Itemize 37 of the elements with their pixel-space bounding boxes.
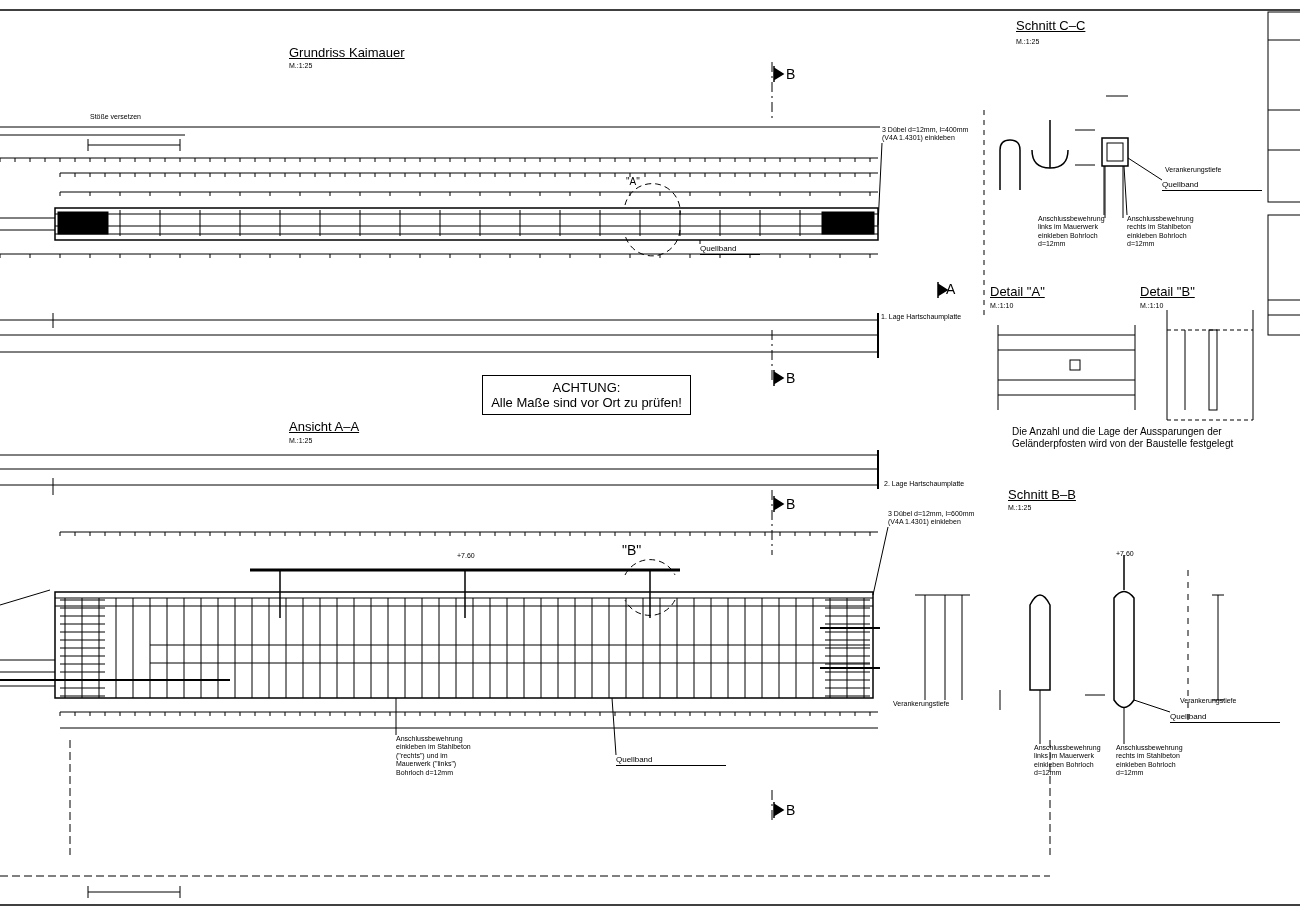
warning-text: Alle Maße sind vor Ort zu prüfen!	[490, 395, 683, 410]
note-text: Die Anzahl und die Lage der Aussparungen der Geländerpfosten wird von der Baustelle festgelegt	[1012, 426, 1235, 449]
leader-line	[699, 239, 701, 245]
leader-line	[1133, 699, 1171, 713]
warning-box	[482, 375, 691, 415]
section-letter: B	[786, 496, 796, 513]
leader-line	[1123, 165, 1128, 216]
stirrup-section	[1029, 594, 1051, 691]
leader-line	[872, 526, 889, 596]
detail-reference: "A"	[626, 176, 640, 188]
view-title: Ansicht A–A	[289, 420, 360, 435]
leader-line	[1039, 689, 1041, 745]
view-title: Detail "A"	[990, 285, 1045, 300]
callout-label: Quellband	[700, 244, 760, 255]
stirrup-section	[1113, 590, 1135, 709]
view-title: Schnitt C–C	[1016, 19, 1086, 34]
section-letter: A	[946, 281, 956, 298]
leader-line	[877, 142, 883, 226]
leader-line	[395, 697, 397, 736]
leader-line	[1127, 157, 1163, 181]
section-letter: B	[786, 802, 796, 819]
section-letter: "B"	[622, 542, 642, 559]
callout-label: Quellband	[1162, 180, 1262, 191]
rebar-cage-section	[1101, 137, 1129, 167]
view-title: Schnitt B–B	[1008, 488, 1076, 503]
wall-outline	[54, 207, 879, 241]
view-title: Detail "B"	[1140, 285, 1195, 300]
leader-line	[611, 697, 617, 756]
callout-label: Quellband	[1170, 712, 1280, 723]
section-letter: B	[786, 66, 796, 83]
warning-text: ACHTUNG:	[551, 380, 622, 395]
wall-outline	[54, 591, 874, 699]
section-letter: B	[786, 370, 796, 387]
leader-line	[1103, 165, 1105, 216]
callout-label: Quellband	[616, 755, 726, 766]
view-title: Grundriss Kaimauer	[289, 46, 405, 61]
leader-line	[1123, 707, 1125, 745]
